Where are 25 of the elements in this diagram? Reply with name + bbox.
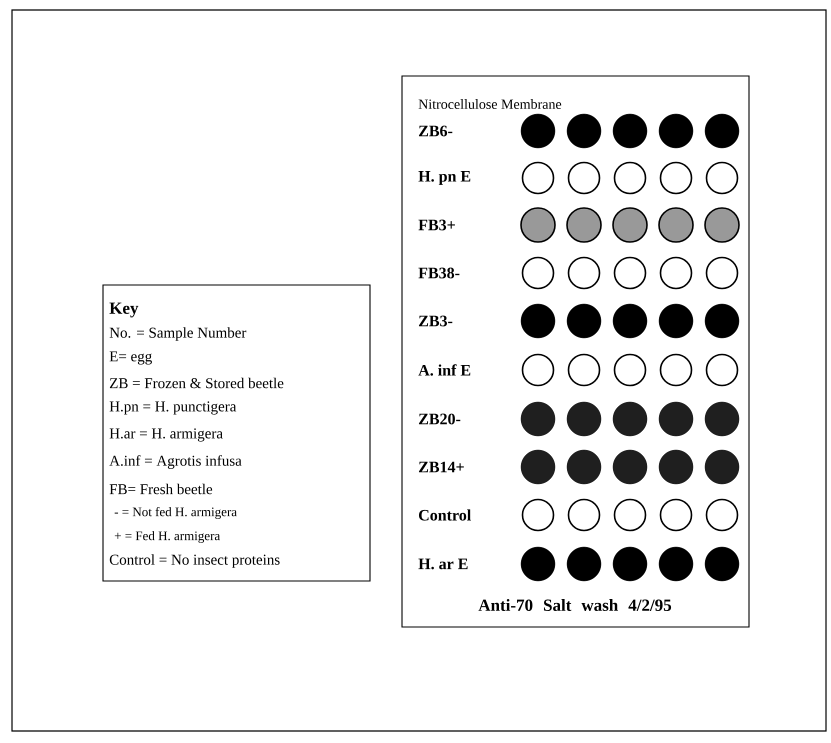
row-label: ZB3- [418, 316, 452, 326]
key-box [102, 284, 371, 582]
key-entry: ZB = Frozen & Stored beetle [110, 378, 284, 388]
row-label: ZB20- [418, 414, 460, 424]
key-entry: E= egg [110, 351, 152, 365]
row-label: H. ar E [418, 558, 468, 570]
key-entry: A.inf = Agrotis infusa [109, 455, 242, 469]
key-entry: H.pn = H. punctigera [110, 401, 236, 415]
row-label: ZB6- [418, 126, 452, 136]
row-label: FB3+ [418, 220, 455, 230]
key-heading: Key [110, 302, 138, 318]
key-entry: + = Fed H. armigera [114, 531, 220, 543]
membrane-box [401, 75, 750, 628]
key-entry: Control = No insect proteins [110, 554, 280, 568]
membrane-caption: Anti-70 Salt wash 4/2/95 [478, 599, 672, 611]
key-entry: - = Not fed H. armigera [114, 507, 237, 519]
key-entry: FB= Fresh beetle [110, 484, 212, 494]
row-label: H. pn E [418, 171, 470, 185]
key-entry: No. = Sample Number [110, 327, 246, 341]
row-label: A. inf E [418, 364, 470, 376]
row-label: FB38- [418, 268, 460, 278]
key-entry: H.ar = H. armigera [110, 428, 223, 442]
row-label: ZB14+ [418, 462, 464, 472]
row-label: Control [418, 509, 471, 521]
membrane-title: Nitrocellulose Membrane [418, 99, 562, 109]
